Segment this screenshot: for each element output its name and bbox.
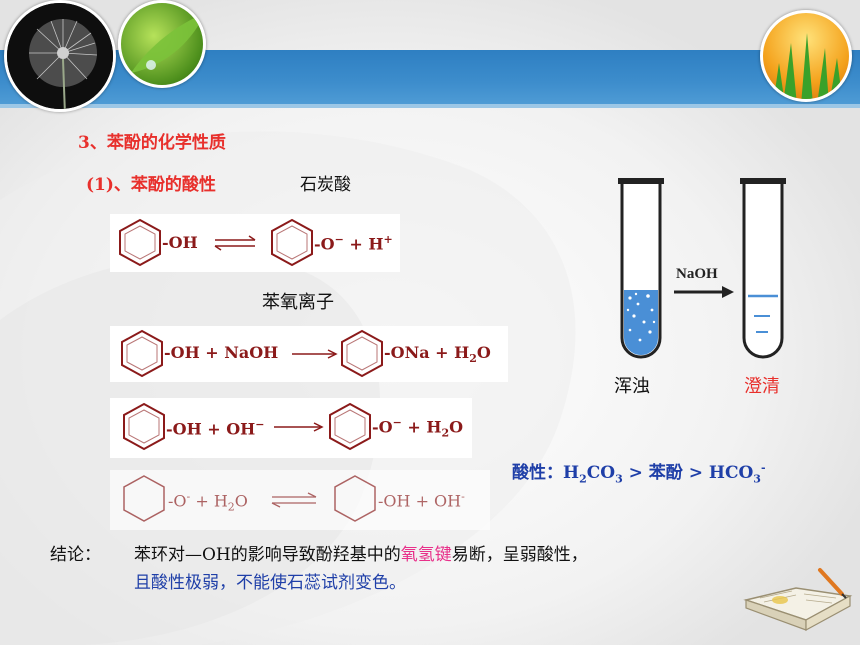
equation-ionization: -OH -O− + H+ — [110, 214, 400, 272]
carbonic-acid-label: 石炭酸 — [300, 175, 351, 195]
dandelion-photo — [4, 0, 116, 112]
equation-hydroxide: -OH + OH− -O− + H2O — [110, 398, 472, 458]
sodium-phenoxide-products: -ONa + H2O — [384, 343, 491, 366]
subsection-heading: (1)、苯酚的酸性 — [86, 175, 216, 195]
phenoxide-label: 苯氧离子 — [262, 292, 334, 313]
equation-naoh: -OH + NaOH -ONa + H2O — [110, 326, 508, 382]
conclusion-line-2: 且酸性极弱，不能使石蕊试剂变色。 — [134, 573, 406, 593]
phenol-hydroxide-products: -OH + OH- — [378, 490, 465, 511]
phenol-naoh-reactants: -OH + NaOH — [164, 343, 279, 362]
phenoxide-water-products: -O− + H2O — [372, 416, 464, 440]
section-heading: 3、苯酚的化学性质 — [78, 133, 226, 153]
naoh-reagent-label: NaOH — [676, 266, 718, 282]
book-icon — [743, 568, 853, 632]
oh-bond-highlight: 氧氢键 — [400, 545, 452, 565]
benzene-ring-icon — [119, 218, 313, 267]
hydroxyl-group: -OH — [162, 233, 198, 252]
conclusion-label: 结论： — [50, 545, 101, 565]
grass-photo — [760, 10, 852, 102]
benzene-ring-icon — [123, 475, 376, 522]
phenoxide-water-reactants: -O- + H2O — [168, 490, 248, 514]
header-divider — [0, 104, 860, 108]
benzene-ring-icon — [121, 329, 383, 378]
conclusion-line-1: 苯环对—OH的影响导致酚羟基中的氧氢键易断，呈弱酸性， — [134, 545, 588, 565]
acidity-order: 酸性：H2CO3 > 苯酚 > HCO3- — [512, 461, 766, 486]
benzene-ring-icon — [123, 402, 371, 451]
turbid-label: 浑浊 — [614, 376, 650, 397]
phenol-hydroxide-reactants: -OH + OH− — [166, 418, 265, 439]
leaf-photo — [118, 0, 206, 88]
equation-hydrolysis: -O- + H2O -OH + OH- — [110, 470, 490, 530]
test-tubes-illustration — [618, 178, 786, 359]
phenoxide-ion: -O− + H+ — [314, 233, 393, 254]
clear-label: 澄清 — [744, 376, 780, 397]
